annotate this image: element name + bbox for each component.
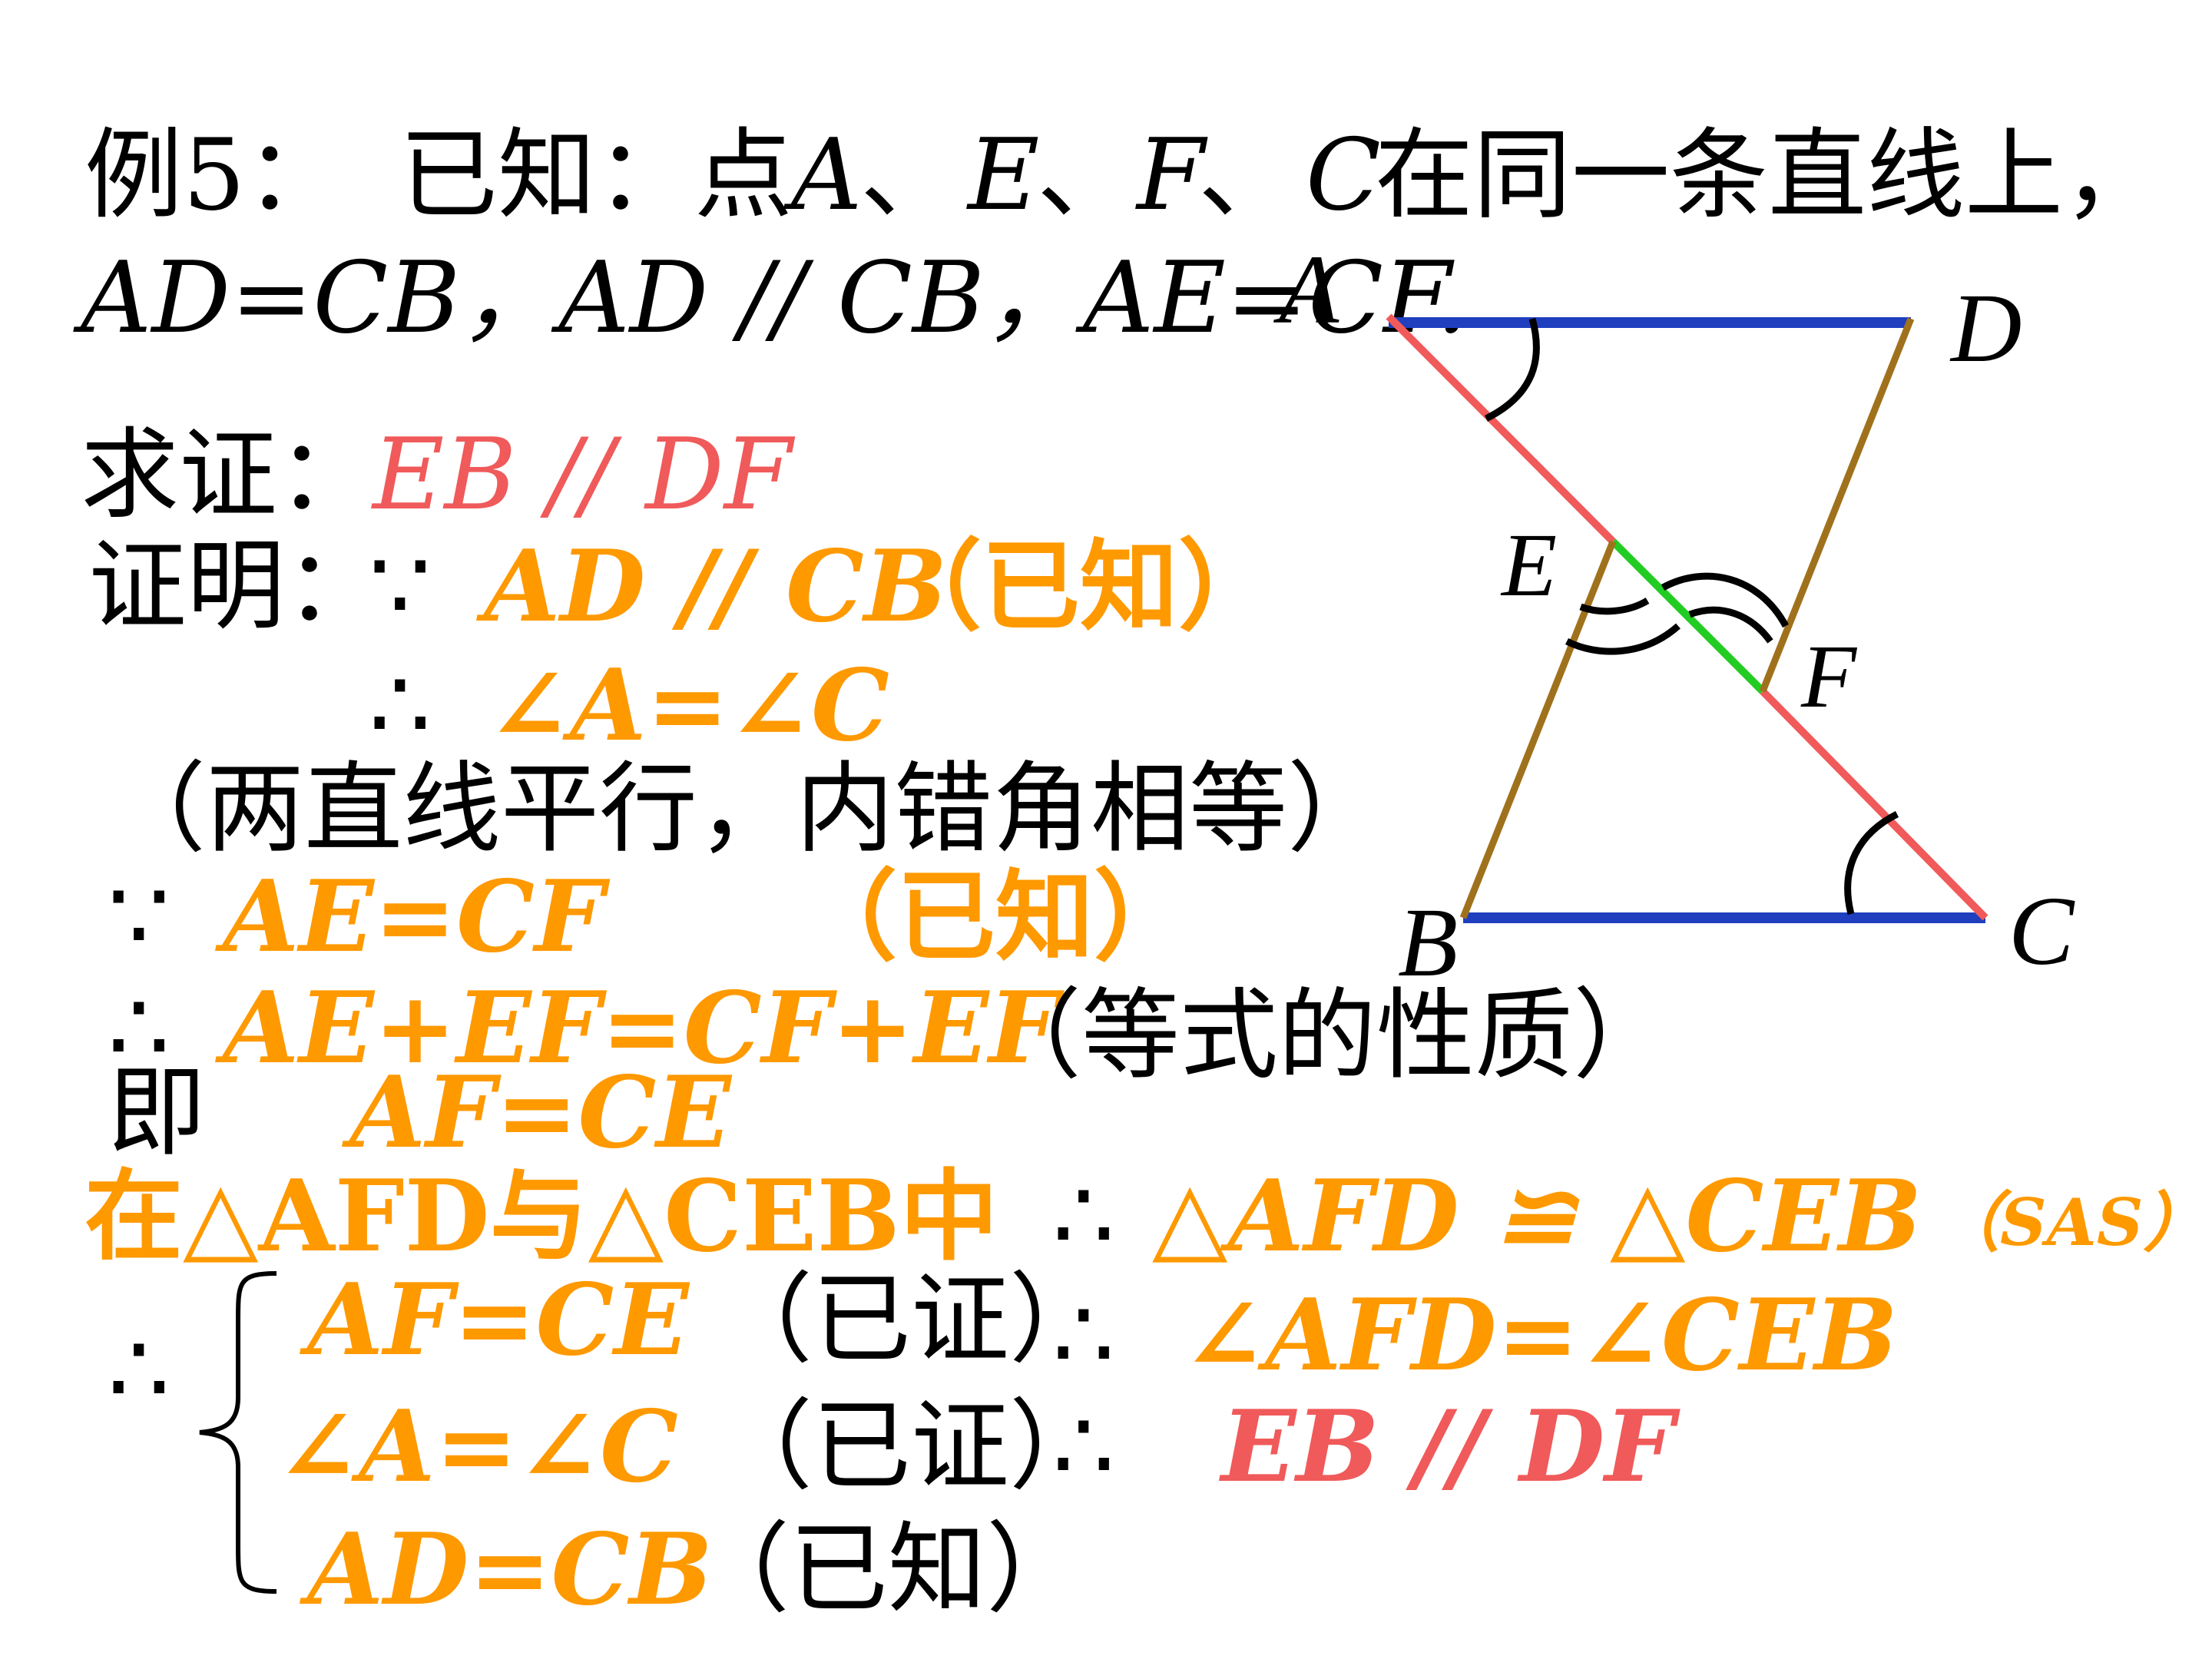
therefore-symbol-4: ∴ bbox=[108, 1313, 171, 1427]
given-conditions: AD=CB，AD // CB，AE=CF. bbox=[81, 241, 1468, 356]
case1-statement: AF=CE bbox=[307, 1263, 689, 1378]
title-suffix: 在同一条直线上， bbox=[1375, 118, 2162, 233]
label-b: B bbox=[1398, 888, 1458, 997]
title-point-a: A bbox=[791, 118, 863, 233]
angle-mark-c bbox=[1844, 810, 1899, 916]
step2-statement: ∠A=∠C bbox=[488, 648, 889, 763]
case3-reason: （已知） bbox=[691, 1512, 1085, 1627]
label-c: C bbox=[2008, 876, 2075, 985]
title-given-prefix: 已知：点 bbox=[399, 118, 793, 233]
sas-reason: （SAS） bbox=[1936, 1184, 2208, 1260]
therefore-symbol-1: ∴ bbox=[369, 648, 432, 763]
label-e: E bbox=[1500, 515, 1557, 615]
angle-mark-e-outer bbox=[1565, 623, 1681, 655]
step4-statement: AE+EF=CF+EF bbox=[223, 971, 1059, 1086]
case1-reason: （已证） bbox=[714, 1263, 1108, 1377]
title-point-f: F bbox=[1137, 118, 1205, 233]
title-sep-1: 、 bbox=[860, 118, 959, 233]
step2-reason: （两直线平行，内错角相等） bbox=[108, 752, 1386, 866]
because-symbol-1: ∵ bbox=[369, 529, 432, 644]
angle-mark-a bbox=[1484, 317, 1540, 422]
title-example-number: 例5： bbox=[84, 118, 344, 233]
prove-label: 求证： bbox=[81, 418, 376, 532]
therefore-symbol-2: ∴ bbox=[108, 971, 171, 1085]
segment-df bbox=[1759, 317, 1915, 693]
congruent-statement: △AFD ≌ △CEB bbox=[1152, 1159, 1922, 1274]
case2-statement: ∠A=∠C bbox=[276, 1389, 678, 1505]
therefore-symbol-3: ∴ bbox=[1052, 1159, 1115, 1273]
therefore-symbol-6: ∴ bbox=[1052, 1389, 1115, 1504]
step3-statement: AE=CF bbox=[223, 859, 604, 975]
title-point-e: E bbox=[968, 118, 1040, 233]
label-d: D bbox=[1949, 273, 2022, 382]
conclusion1-statement: ∠AFD=∠CEB bbox=[1183, 1278, 1898, 1393]
step1-statement: AD // CB bbox=[484, 529, 947, 644]
case2-reason: （已证） bbox=[714, 1389, 1108, 1504]
therefore-symbol-5: ∴ bbox=[1052, 1278, 1115, 1392]
because-symbol-2: ∵ bbox=[108, 859, 171, 974]
segment-fc bbox=[1760, 688, 1988, 921]
segment-ef bbox=[1610, 538, 1766, 694]
step4-reason: （等式的性质） bbox=[983, 979, 1672, 1093]
label-f: F bbox=[1800, 626, 1858, 727]
triangle-intro: 在△AFD与△CEB中 bbox=[84, 1159, 998, 1274]
title-sep-2: 、 bbox=[1037, 118, 1136, 233]
left-brace bbox=[199, 1271, 277, 1594]
angle-mark-e-inner bbox=[1579, 598, 1650, 615]
segment-ae bbox=[1386, 313, 1616, 545]
angle-mark-f-inner bbox=[1688, 606, 1773, 644]
ji-label: 即 bbox=[108, 1055, 207, 1170]
step3-reason: （已知） bbox=[799, 859, 1193, 975]
step1-reason: （已知） bbox=[883, 529, 1277, 644]
prove-statement: EB // DF bbox=[373, 418, 793, 532]
segment-be bbox=[1459, 540, 1617, 919]
conclusion2-statement: EB // DF bbox=[1221, 1389, 1675, 1505]
step5-statement: AF=CE bbox=[349, 1055, 731, 1171]
title-point-c: C bbox=[1306, 118, 1381, 233]
proof-label: 证明： bbox=[88, 529, 384, 644]
case3-statement: AD=CB bbox=[307, 1512, 713, 1628]
label-a: A bbox=[1273, 235, 1339, 344]
angle-mark-f-outer bbox=[1661, 572, 1789, 628]
title-sep-3: 、 bbox=[1198, 118, 1297, 233]
